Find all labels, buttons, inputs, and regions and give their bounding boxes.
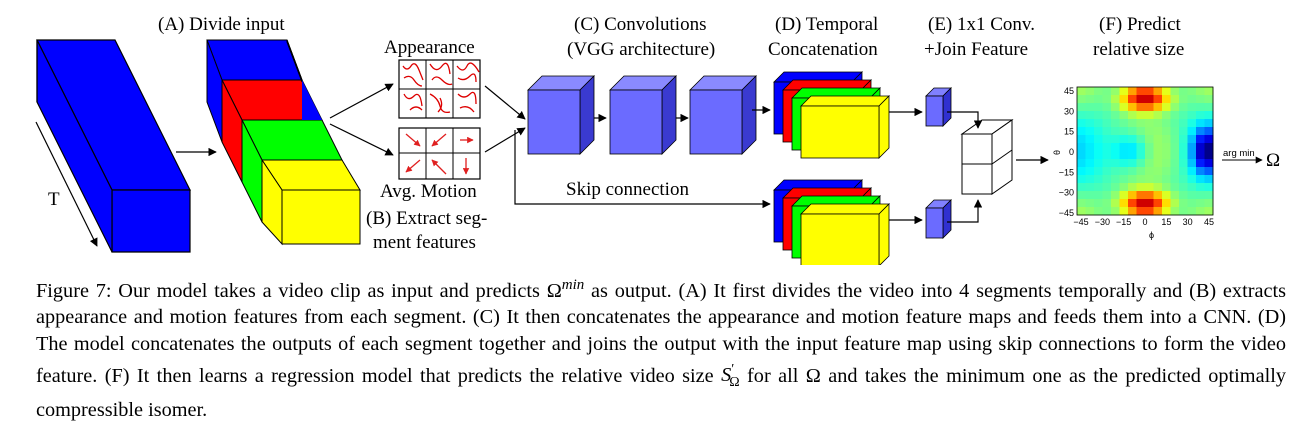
extract-features-label-2: ment features <box>373 232 476 253</box>
concat-stack-bottom <box>773 179 890 265</box>
heatmap-y-tick: 30 <box>1064 106 1074 116</box>
caption-s-symbol: S <box>721 364 732 387</box>
concat-stack-top <box>773 71 890 159</box>
conv-cube <box>689 75 757 155</box>
input-video-block <box>36 39 191 253</box>
joined-feature-cube <box>960 119 1014 195</box>
caption-text-3: for all Ω and takes the minimum one as t… <box>36 364 1286 421</box>
heatmap-y-tick: 15 <box>1064 127 1074 137</box>
heatmap-x-tick: −45 <box>1073 217 1088 227</box>
caption-omega: Ω <box>546 279 562 302</box>
convolutions-label-1: (C) Convolutions <box>574 14 706 35</box>
temporal-label-2: Concatenation <box>768 39 878 60</box>
heatmap-x-axis-label: ϕ <box>1149 230 1154 240</box>
join-label-2: +Join Feature <box>924 39 1028 60</box>
conv1x1-top <box>925 87 952 127</box>
arrow-appearance-to-conv <box>484 85 526 120</box>
predict-label-2: relative size <box>1093 39 1184 60</box>
heatmap-y-axis-label: θ <box>1052 150 1062 155</box>
heatmap-y-tick: −45 <box>1059 208 1074 218</box>
skip-connection-arrow <box>514 130 771 209</box>
caption-s-subscript: Ω <box>729 375 740 391</box>
heatmap-x-tick: 45 <box>1204 217 1214 227</box>
concat-slice <box>800 95 890 159</box>
appearance-feature-grid <box>398 59 481 119</box>
convolutions-label-2: (VGG architecture) <box>567 39 715 60</box>
heatmap-y-ticks: 45 30 15 0 −15 −30 −45 <box>1059 86 1074 218</box>
heatmap-x-tick: −30 <box>1095 217 1110 227</box>
avg-motion-label: Avg. Motion <box>380 181 477 202</box>
predict-label-1: (F) Predict <box>1099 14 1182 35</box>
arrow-join-bottom <box>947 199 983 223</box>
heatmap-y-tick: −15 <box>1059 167 1074 177</box>
heatmap-y-tick: −30 <box>1059 188 1074 198</box>
join-label-1: (E) 1x1 Conv. <box>928 14 1035 35</box>
conv1x1-bottom <box>925 199 952 239</box>
appearance-label: Appearance <box>384 37 475 58</box>
conv-cube <box>609 75 677 155</box>
figure-caption: Figure 7: Our model takes a video clip a… <box>36 272 1286 424</box>
caption-s-prime: ′ <box>731 362 735 378</box>
caption-text-1: Figure 7: Our model takes a video clip a… <box>36 279 547 302</box>
caption-s-omega: S′Ω <box>721 362 740 391</box>
conv-cubes <box>527 75 757 155</box>
arrow-to-motion <box>329 123 394 156</box>
heatmap-y-tick: 0 <box>1069 147 1074 157</box>
heatmap-x-tick: 30 <box>1183 217 1193 227</box>
skip-connection-label: Skip connection <box>566 179 689 200</box>
divided-segments-block <box>206 39 361 246</box>
extract-features-label-1: (B) Extract seg- <box>366 208 487 229</box>
relative-size-heatmap <box>1076 86 1214 216</box>
time-axis-label: T <box>48 189 60 210</box>
concat-slice <box>800 203 890 265</box>
caption-text-2: as output. (A) It first divides the vide… <box>36 279 1286 387</box>
argmin-label: arg min <box>1223 148 1255 159</box>
temporal-label-1: (D) Temporal <box>775 14 878 35</box>
heatmap-x-tick: −15 <box>1116 217 1131 227</box>
omega-output-label: Ω <box>1266 150 1280 171</box>
model-diagram: T (A) Divide input Appearance Avg. Motio… <box>35 14 1280 265</box>
conv-cube <box>527 75 595 155</box>
arrow-to-appearance <box>329 83 394 119</box>
time-axis-arrow <box>35 121 98 247</box>
caption-min-superscript: min <box>561 277 585 293</box>
motion-feature-grid <box>398 127 481 180</box>
heatmap-x-tick: 0 <box>1142 217 1147 227</box>
arrow-motion-to-conv <box>484 127 526 153</box>
heatmap-y-tick: 45 <box>1064 86 1074 96</box>
heatmap-x-tick: 15 <box>1161 217 1171 227</box>
caption-omega-min: Ωmin <box>546 277 585 302</box>
arrow-join-top <box>947 111 983 129</box>
divide-input-label: (A) Divide input <box>158 14 285 35</box>
heatmap-x-ticks: −45 −30 −15 0 15 30 45 <box>1073 217 1214 227</box>
